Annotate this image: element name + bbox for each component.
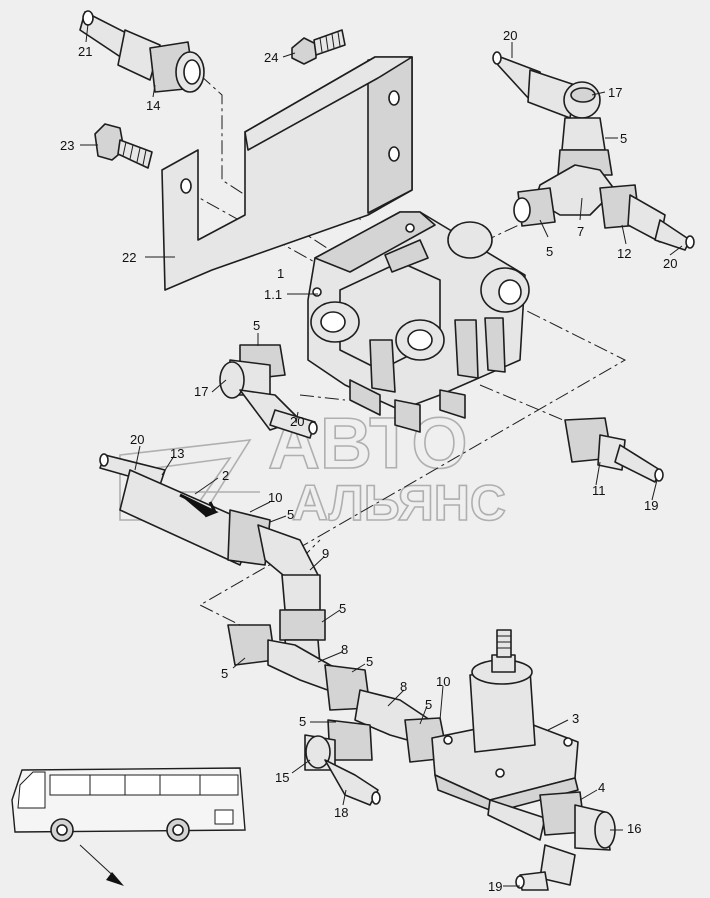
callout-24: 24 bbox=[264, 50, 278, 65]
callout-17: 17 bbox=[194, 384, 208, 399]
callout-8: 8 bbox=[341, 642, 348, 657]
callout-12: 12 bbox=[617, 246, 631, 261]
callout-18: 18 bbox=[334, 805, 348, 820]
callout-15: 15 bbox=[275, 770, 289, 785]
callout-3: 3 bbox=[572, 711, 579, 726]
hose-fitting-14[interactable] bbox=[79, 10, 205, 93]
callout-16: 16 bbox=[627, 821, 641, 836]
callout-13: 13 bbox=[170, 446, 184, 461]
callout-23: 23 bbox=[60, 138, 74, 153]
cylinder-2[interactable] bbox=[99, 453, 319, 586]
callout-9: 9 bbox=[322, 546, 329, 561]
regulator-valve-3[interactable] bbox=[431, 629, 579, 813]
callout-5: 5 bbox=[546, 244, 553, 259]
callout-5: 5 bbox=[339, 601, 346, 616]
bracket-22[interactable] bbox=[161, 56, 413, 291]
fitting-11[interactable] bbox=[564, 417, 664, 483]
bus-thumbnail bbox=[11, 767, 246, 886]
callout-20: 20 bbox=[290, 414, 304, 429]
elbow-fitting-16[interactable] bbox=[487, 791, 616, 891]
elbow-fitting-17[interactable] bbox=[219, 344, 318, 439]
callout-20: 20 bbox=[130, 432, 144, 447]
callout-10: 10 bbox=[268, 490, 282, 505]
callout-14: 14 bbox=[146, 98, 160, 113]
callout-5: 5 bbox=[253, 318, 260, 333]
callout-2: 2 bbox=[222, 468, 229, 483]
callout-5: 5 bbox=[287, 507, 294, 522]
callout-17: 17 bbox=[608, 85, 622, 100]
callout-22: 22 bbox=[122, 250, 136, 265]
watermark-line2: АЛЬЯНС bbox=[292, 475, 506, 531]
leader-lines bbox=[80, 23, 683, 887]
piping-9[interactable] bbox=[227, 574, 449, 806]
callout-21: 21 bbox=[78, 44, 92, 59]
callout-10: 10 bbox=[436, 674, 450, 689]
watermark: АВТО АЛЬЯНС bbox=[119, 403, 507, 532]
watermark-line1: АВТО bbox=[268, 404, 467, 484]
callout-5: 5 bbox=[620, 131, 627, 146]
callout-20: 20 bbox=[503, 28, 517, 43]
callout-1: 1 bbox=[277, 266, 284, 281]
tee-fitting-7[interactable] bbox=[492, 51, 695, 251]
valve-block-1[interactable] bbox=[307, 211, 530, 433]
callout-7: 7 bbox=[577, 224, 584, 239]
bolt-24[interactable] bbox=[291, 29, 346, 65]
callout-4: 4 bbox=[598, 780, 605, 795]
bolt-23[interactable] bbox=[94, 123, 153, 169]
callout-19: 19 bbox=[488, 879, 502, 894]
callout-1-1: 1.1 bbox=[264, 287, 282, 302]
callout-5: 5 bbox=[221, 666, 228, 681]
callout-5: 5 bbox=[299, 714, 306, 729]
callout-5: 5 bbox=[425, 697, 432, 712]
callout-5: 5 bbox=[366, 654, 373, 669]
callout-20: 20 bbox=[663, 256, 677, 271]
callout-8: 8 bbox=[400, 679, 407, 694]
callout-labels: 21 14 24 20 17 5 23 5 7 12 20 22 1 1.1 5… bbox=[60, 28, 677, 894]
callout-11: 11 bbox=[592, 483, 606, 498]
callout-19: 19 bbox=[644, 498, 658, 513]
